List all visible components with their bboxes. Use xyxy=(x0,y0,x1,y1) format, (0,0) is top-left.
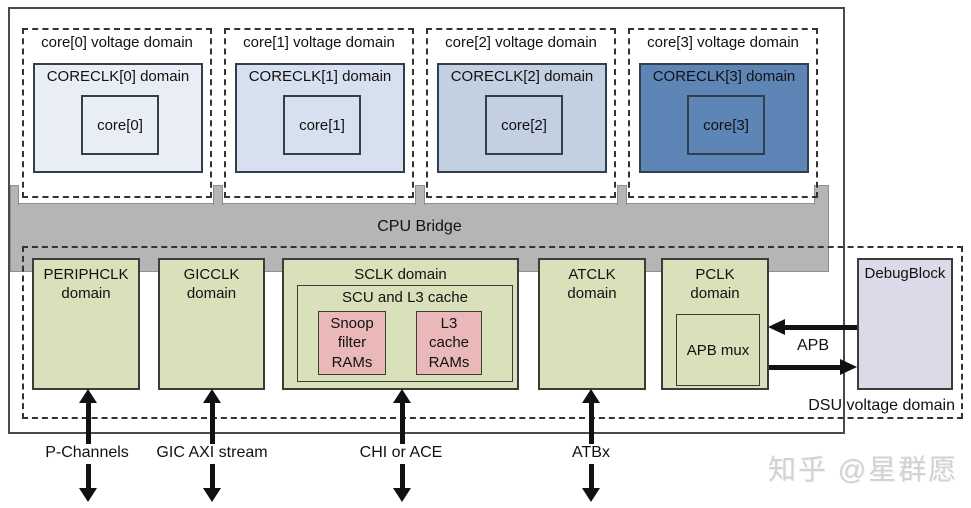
cpu-bridge-tab xyxy=(10,185,19,205)
coreclk-box-2: CORECLK[2] domain core[2] xyxy=(437,63,607,173)
atbx-arrow-up-head xyxy=(582,389,600,403)
core-voltage-domain-0: core[0] voltage domain CORECLK[0] domain… xyxy=(22,28,212,198)
atbx-label: ATBx xyxy=(569,444,613,462)
chi-ace-label: CHI or ACE xyxy=(356,444,446,462)
zhihu-watermark: 知乎 @星群愿 xyxy=(768,454,959,485)
core-box-0: core[0] xyxy=(81,95,159,155)
core-voltage-domain-0-label: core[0] voltage domain xyxy=(41,34,193,51)
core-voltage-domain-1-label: core[1] voltage domain xyxy=(243,34,395,51)
apb-arrow-to-debug-shaft xyxy=(769,365,842,370)
atbx-arrow-shaft-lower xyxy=(589,464,594,489)
gic-axi-arrow-up-head xyxy=(203,389,221,403)
apb-bus-label: APB xyxy=(796,337,830,354)
chi-ace-arrow-shaft xyxy=(400,401,405,445)
pclk-domain-box: PCLK domain APB mux xyxy=(661,258,769,390)
gic-axi-arrow-down-head xyxy=(203,488,221,502)
snoop-filter-rams-box: Snoop filter RAMs xyxy=(318,311,386,375)
core-box-2: core[2] xyxy=(485,95,563,155)
apb-arrow-to-debug-head xyxy=(840,359,857,375)
chi-ace-arrow-up-head xyxy=(393,389,411,403)
atbx-arrow-down-head xyxy=(582,488,600,502)
cpu-bridge-tab xyxy=(213,185,223,205)
coreclk-box-0: CORECLK[0] domain core[0] xyxy=(33,63,203,173)
snoop-filter-rams-label: Snoop filter RAMs xyxy=(330,314,374,371)
coreclk-box-0-label: CORECLK[0] domain xyxy=(46,68,190,85)
coreclk-box-1-label: CORECLK[1] domain xyxy=(248,68,392,85)
coreclk-box-3-label: CORECLK[3] domain xyxy=(652,68,796,85)
core-box-1: core[1] xyxy=(283,95,361,155)
gic-axi-arrow-shaft xyxy=(210,401,215,445)
gicclk-domain-label: GICCLK domain xyxy=(183,266,240,302)
scu-l3-cache-box: SCU and L3 cache Snoop filter RAMs L3 ca… xyxy=(297,285,513,382)
dsu-voltage-domain-label: DSU voltage domain xyxy=(808,397,955,414)
apb-arrow-to-pclk-head xyxy=(768,319,785,335)
coreclk-box-3: CORECLK[3] domain core[3] xyxy=(639,63,809,173)
chi-ace-arrow-shaft-lower xyxy=(400,464,405,489)
chi-ace-arrow-down-head xyxy=(393,488,411,502)
gic-axi-arrow-shaft-lower xyxy=(210,464,215,489)
periphclk-domain-box: PERIPHCLK domain xyxy=(32,258,140,390)
p-channels-arrow-shaft xyxy=(86,401,91,445)
core-voltage-domain-2-label: core[2] voltage domain xyxy=(445,34,597,51)
sclk-domain-label: SCLK domain xyxy=(354,266,447,283)
coreclk-box-1: CORECLK[1] domain core[1] xyxy=(235,63,405,173)
cpu-bridge-tab xyxy=(415,185,425,205)
core-voltage-domain-3: core[3] voltage domain CORECLK[3] domain… xyxy=(628,28,818,198)
core-voltage-domain-2: core[2] voltage domain CORECLK[2] domain… xyxy=(426,28,616,198)
scu-l3-cache-label: SCU and L3 cache xyxy=(342,289,468,306)
gicclk-domain-box: GICCLK domain xyxy=(158,258,265,390)
debug-block-box: DebugBlock xyxy=(857,258,953,390)
atclk-domain-label: ATCLK domain xyxy=(567,266,617,302)
l3-cache-rams-box: L3 cache RAMs xyxy=(416,311,482,375)
gic-axi-stream-label: GIC AXI stream xyxy=(153,444,271,462)
cpu-bridge-label: CPU Bridge xyxy=(377,218,462,235)
l3-cache-rams-label: L3 cache RAMs xyxy=(428,314,470,371)
p-channels-arrow-shaft-lower xyxy=(86,464,91,489)
core-voltage-domain-3-label: core[3] voltage domain xyxy=(647,34,799,51)
core-box-3: core[3] xyxy=(687,95,765,155)
periphclk-domain-label: PERIPHCLK domain xyxy=(43,266,129,302)
debug-block-label: DebugBlock xyxy=(864,265,946,282)
coreclk-box-2-label: CORECLK[2] domain xyxy=(450,68,594,85)
apb-arrow-to-pclk-shaft xyxy=(783,325,857,330)
apb-mux-box: APB mux xyxy=(676,314,760,386)
p-channels-label: P-Channels xyxy=(42,444,132,462)
atbx-arrow-shaft xyxy=(589,401,594,445)
cpu-bridge-tab xyxy=(617,185,627,205)
atclk-domain-box: ATCLK domain xyxy=(538,258,646,390)
pclk-domain-label: PCLK domain xyxy=(690,266,740,302)
p-channels-arrow-up-head xyxy=(79,389,97,403)
core-voltage-domain-1: core[1] voltage domain CORECLK[1] domain… xyxy=(224,28,414,198)
sclk-domain-box: SCLK domain SCU and L3 cache Snoop filte… xyxy=(282,258,519,390)
p-channels-arrow-down-head xyxy=(79,488,97,502)
